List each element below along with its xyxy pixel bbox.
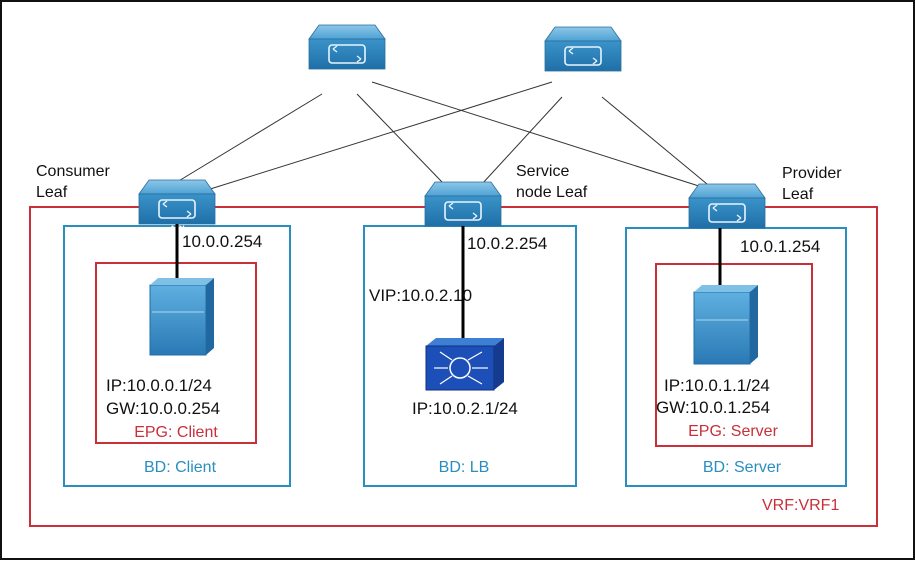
load-balancer-device xyxy=(425,338,504,391)
provider-server-device xyxy=(693,285,758,365)
fabric-links xyxy=(176,81,708,191)
access-links xyxy=(175,224,722,342)
provider-leaf-label-2: Leaf xyxy=(782,186,814,203)
epg-client-label: EPG: Client xyxy=(134,424,218,441)
vrf-label: VRF:VRF1 xyxy=(762,497,839,514)
aci-badge: ACI xyxy=(339,69,355,79)
lb-vip: VIP:10.0.2.10 xyxy=(369,286,472,305)
client-gw: GW:10.0.0.254 xyxy=(106,399,220,418)
bd-client-label: BD: Client xyxy=(144,459,217,476)
bd-server-label: BD: Server xyxy=(703,459,782,476)
spine-switch-1: ACI xyxy=(308,24,386,79)
link-spine1-provider xyxy=(371,81,703,188)
service-gateway-label: 10.0.2.254 xyxy=(467,234,547,253)
link-spine2-service xyxy=(481,96,563,185)
client-server-device xyxy=(149,278,214,356)
aci-badge: ACI xyxy=(575,71,591,81)
lb-ip: IP:10.0.2.1/24 xyxy=(412,399,518,418)
consumer-leaf-label: Consumer xyxy=(36,163,110,180)
provider-leaf-label: Provider xyxy=(782,165,842,182)
link-spine2-provider xyxy=(601,96,708,185)
link-spine2-consumer xyxy=(206,81,553,191)
bd-lb-label: BD: LB xyxy=(439,459,490,476)
service-leaf-label: Service xyxy=(516,163,569,180)
consumer-leaf-label-2: Leaf xyxy=(36,184,68,201)
epg-server-label: EPG: Server xyxy=(688,423,778,440)
provider-leaf-switch: ACI xyxy=(688,183,766,238)
provider-gateway-label: 10.0.1.254 xyxy=(740,237,820,256)
link-spine1-service xyxy=(356,93,443,183)
server-gw: GW:10.0.1.254 xyxy=(656,398,770,417)
epg-server-box xyxy=(655,263,813,447)
link-spine1-consumer xyxy=(176,93,323,183)
service-leaf-label-2: node Leaf xyxy=(516,184,588,201)
client-ip: IP:10.0.0.1/24 xyxy=(106,376,212,395)
server-ip: IP:10.0.1.1/24 xyxy=(664,376,770,395)
aci-badge: ACI xyxy=(719,228,735,238)
consumer-gateway-label: 10.0.0.254 xyxy=(182,232,262,251)
spine-switch-2: ACI xyxy=(544,26,622,81)
